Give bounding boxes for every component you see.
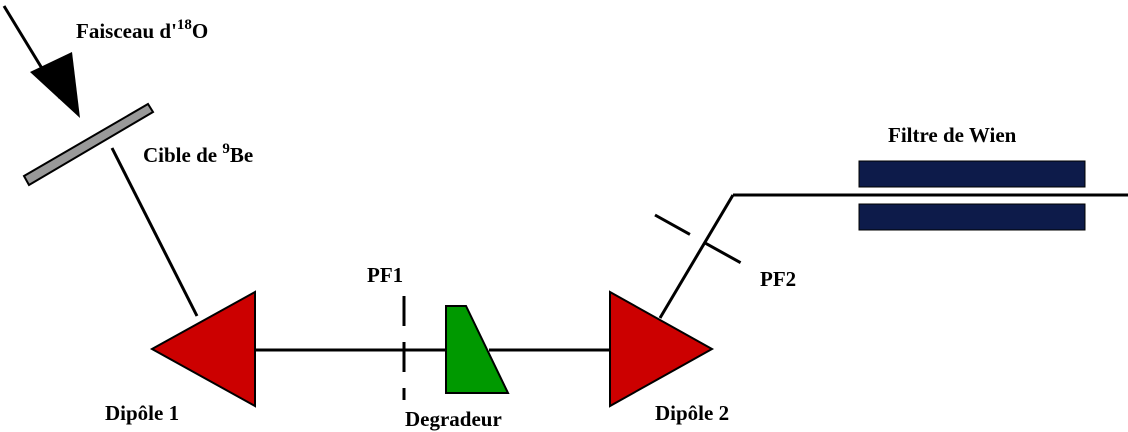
pf2-slit (654, 213, 751, 270)
dipole-1-label: Dipôle 1 (105, 401, 179, 425)
pf1-label: PF1 (367, 263, 403, 287)
dipole-1-triangle-icon (149, 290, 256, 408)
dipole-2-triangle-icon (609, 290, 715, 408)
wien-filter-parallel-plates-icon (858, 160, 1086, 231)
beam-label: Faisceau d'18O (76, 17, 208, 43)
degrader-label: Degradeur (405, 407, 502, 431)
target-label: Cible de 9Be (143, 141, 253, 167)
beam-line-target-dipole1 (110, 147, 199, 317)
dipole-2-label: Dipôle 2 (655, 401, 729, 425)
incoming-beam-arrow-icon (2, 5, 80, 118)
beam-line-dipole2-up (658, 194, 735, 319)
target-plate-icon (22, 102, 155, 187)
pf2-label: PF2 (760, 267, 796, 291)
degrader-wedge-icon (445, 305, 510, 394)
wien-filter-label: Filtre de Wien (888, 123, 1017, 147)
